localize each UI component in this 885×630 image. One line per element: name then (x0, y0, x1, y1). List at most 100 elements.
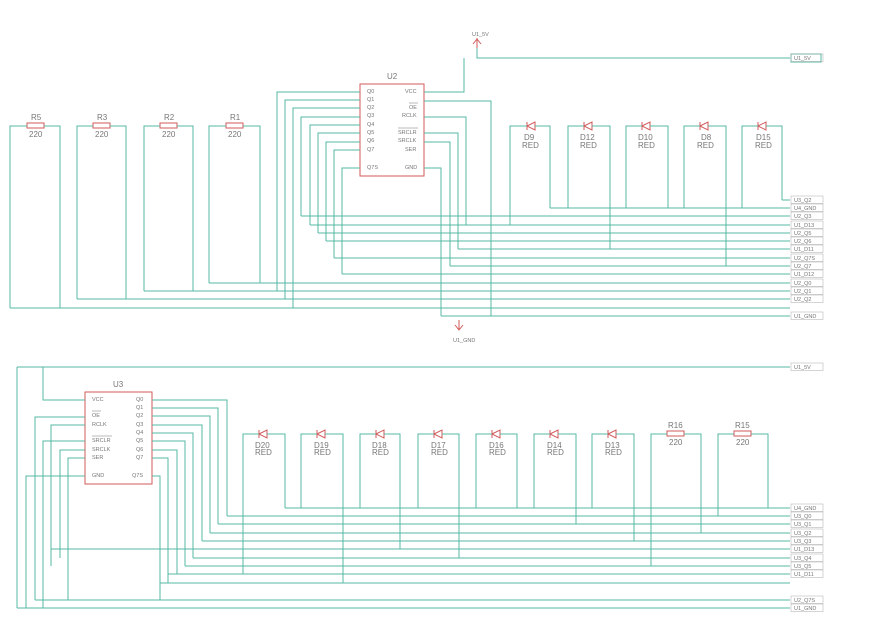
svg-text:D19: D19 (314, 441, 329, 450)
resistor-r3[interactable]: R3 220 (92, 113, 111, 139)
pin-label: OE (409, 105, 417, 111)
svg-text:RED: RED (605, 448, 622, 457)
svg-text:SER: SER (92, 455, 103, 461)
svg-text:Q2: Q2 (136, 413, 143, 419)
svg-text:220: 220 (95, 130, 109, 139)
svg-text:U2_Q0: U2_Q0 (794, 281, 811, 287)
svg-text:RED: RED (755, 141, 772, 150)
top-wiring (9, 48, 790, 317)
net-label-box (790, 603, 824, 612)
svg-text:RED: RED (372, 448, 389, 457)
net-label-box (790, 278, 824, 287)
svg-text:U2_Q5: U2_Q5 (794, 231, 811, 237)
net-label-box (790, 269, 824, 278)
svg-text:U1_GND: U1_GND (794, 314, 816, 320)
svg-text:U3_Q1: U3_Q1 (794, 522, 811, 528)
svg-text:RED: RED (697, 141, 714, 150)
net-label-box (790, 228, 824, 237)
svg-text:D20: D20 (255, 441, 270, 450)
svg-text:220: 220 (228, 130, 242, 139)
resistor-r1[interactable]: R1 220 (225, 113, 244, 139)
svg-text:R1: R1 (230, 113, 241, 122)
svg-text:RED: RED (547, 448, 564, 457)
net-label-box (790, 220, 824, 229)
resistor-r5[interactable]: R5 220 (26, 113, 45, 139)
svg-text:220: 220 (736, 438, 750, 447)
svg-text:SRCLK: SRCLK (92, 447, 111, 453)
top-net-labels: U1_5V U3_Q2 U4_GND U2_Q3 U1_D13 U2_Q5 U2… (790, 53, 824, 320)
pin-label: Q7S (367, 165, 378, 171)
svg-text:D9: D9 (524, 133, 535, 142)
net-label-box (790, 236, 824, 245)
svg-text:U2_Q7S: U2_Q7S (794, 256, 815, 262)
svg-text:U3_Q4: U3_Q4 (794, 556, 811, 562)
pin-label: Q6 (367, 138, 374, 144)
pin-label: Q3 (367, 113, 374, 119)
svg-text:Q0: Q0 (136, 397, 143, 403)
pin-label: SRCLR (398, 130, 417, 136)
svg-text:U1_D11: U1_D11 (794, 572, 814, 578)
svg-text:U3_Q2: U3_Q2 (794, 531, 811, 537)
net-label-box (790, 362, 824, 371)
pin-label: Q2 (367, 105, 374, 111)
svg-text:Q5: Q5 (136, 438, 143, 444)
svg-text:RED: RED (489, 448, 506, 457)
svg-text:RCLK: RCLK (92, 422, 107, 428)
svg-text:U4_GND: U4_GND (794, 506, 816, 512)
svg-text:RED: RED (255, 448, 272, 457)
pin-label: VCC (405, 89, 417, 95)
net-label-box (790, 294, 824, 303)
svg-text:U2_Q7S: U2_Q7S (794, 598, 815, 604)
svg-text:U3_Q0: U3_Q0 (794, 514, 811, 520)
svg-text:U1_5V: U1_5V (794, 56, 811, 62)
net-label-box (790, 569, 824, 578)
pin-label: SRCLK (398, 138, 417, 144)
svg-text:SRCLR: SRCLR (92, 438, 111, 444)
svg-text:R16: R16 (668, 421, 683, 430)
svg-text:U3_Q2: U3_Q2 (794, 198, 811, 204)
svg-text:R5: R5 (31, 113, 42, 122)
svg-text:VCC: VCC (92, 397, 104, 403)
vcc-symbol: U1_5V (472, 32, 489, 48)
svg-text:U1_D13: U1_D13 (794, 223, 814, 229)
svg-text:D10: D10 (638, 133, 653, 142)
resistor-r2[interactable]: R2 220 (159, 113, 178, 139)
svg-text:U2_Q2: U2_Q2 (794, 297, 811, 303)
net-label-box (790, 503, 824, 512)
svg-text:220: 220 (162, 130, 176, 139)
net-label-box (790, 553, 824, 562)
bottom-net-labels: U1_5V U4_GND U3_Q0 U3_Q1 U3_Q2 U3_Q3 U1_… (790, 362, 824, 612)
resistor-r15[interactable]: R15 220 (733, 421, 752, 447)
pin-label: Q5 (367, 130, 374, 136)
net-label-box (790, 595, 824, 604)
svg-text:D14: D14 (547, 441, 562, 450)
svg-text:Q3: Q3 (136, 422, 143, 428)
net-label-box (790, 195, 824, 204)
svg-text:RED: RED (638, 141, 655, 150)
svg-text:U3: U3 (113, 380, 124, 389)
pin-label: Q4 (367, 122, 374, 128)
svg-text:R2: R2 (164, 113, 175, 122)
svg-text:U2_Q7: U2_Q7 (794, 264, 811, 270)
chip-u3[interactable]: U3 VCC OE RCLK SRCLR SRCLK SER GND Q0 Q1… (84, 380, 153, 485)
resistor-r16[interactable]: R16 220 (666, 421, 685, 447)
chip-ref: U2 (387, 72, 398, 81)
pin-label: RCLK (402, 113, 417, 119)
pin-label: Q7 (367, 147, 374, 153)
svg-text:220: 220 (669, 438, 683, 447)
net-label-box (790, 544, 824, 553)
svg-text:RED: RED (522, 141, 539, 150)
svg-text:R3: R3 (97, 113, 108, 122)
svg-text:U3_Q5: U3_Q5 (794, 564, 811, 570)
svg-text:D8: D8 (701, 133, 712, 142)
net-label-box (790, 561, 824, 570)
net-label-box (790, 211, 824, 220)
net-label-box (790, 286, 824, 295)
chip-u2[interactable]: U2 Q0 Q1 Q2 Q3 Q4 Q5 Q6 Q7 Q7S VCC OE RC… (359, 72, 425, 177)
svg-text:RED: RED (580, 141, 597, 150)
svg-text:U1_5V: U1_5V (794, 365, 811, 371)
svg-text:U1_GND: U1_GND (794, 606, 816, 612)
svg-text:D16: D16 (489, 441, 504, 450)
net-label-box (790, 528, 824, 537)
